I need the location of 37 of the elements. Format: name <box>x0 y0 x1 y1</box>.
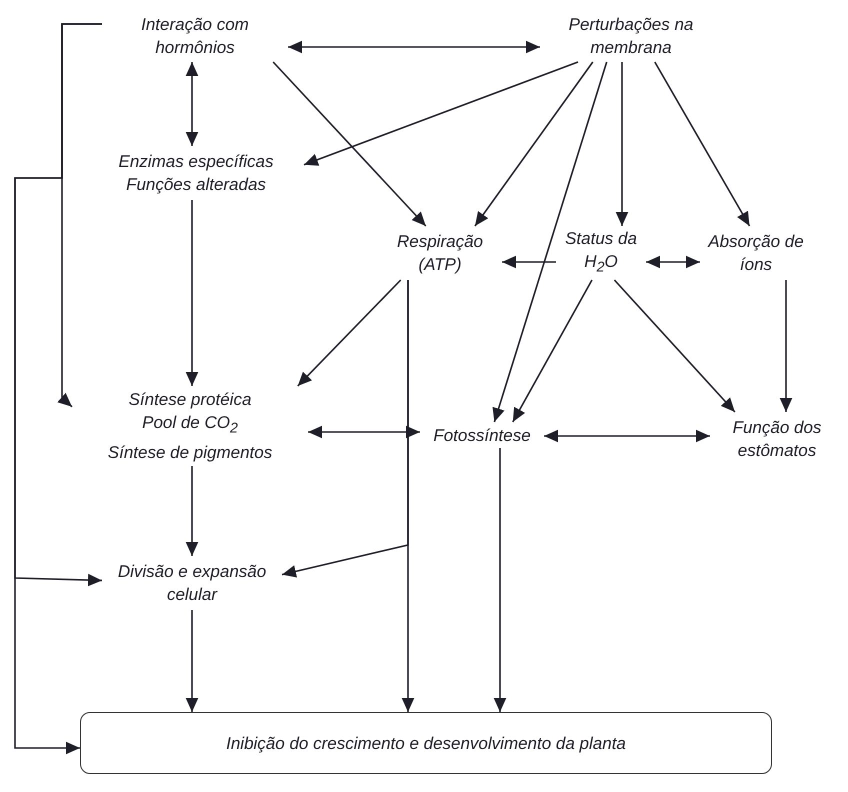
node-text: Síntese protéica <box>128 389 252 412</box>
node-text: Interação com hormônios <box>140 14 250 59</box>
arrow <box>186 200 198 386</box>
arrow <box>512 280 593 422</box>
arrow <box>502 256 556 268</box>
result-box <box>80 712 772 774</box>
arrow <box>272 61 426 227</box>
node-text: Funções alteradas <box>126 174 266 196</box>
arrow <box>474 62 594 226</box>
arrow <box>646 256 700 268</box>
node-text: Perturbações na membrana <box>568 14 694 59</box>
node-text: Divisão e expansão celular <box>116 561 268 606</box>
arrow <box>288 40 540 54</box>
arrow <box>780 280 792 412</box>
node-text: Enzimas específicas <box>118 151 274 173</box>
node-text: Absorção de íons <box>706 231 805 276</box>
arrow <box>186 62 198 146</box>
arrow <box>14 23 102 754</box>
arrow <box>186 466 198 556</box>
arrow <box>616 62 628 226</box>
arrow <box>544 430 710 442</box>
arrow <box>186 610 198 712</box>
node-text: Síntese de pigmentos <box>108 442 272 464</box>
arrow <box>308 426 420 438</box>
node-text: Fotossíntese <box>433 424 531 446</box>
node-text: Status da H$_{2}$O <box>564 228 638 278</box>
arrow <box>492 62 608 422</box>
arrow <box>614 279 736 413</box>
arrow <box>297 279 402 387</box>
arrow <box>402 280 414 712</box>
arrow <box>494 448 506 712</box>
node-text: Função dos estômatos <box>732 417 822 462</box>
arrow <box>654 62 750 226</box>
node-text: Inibição do crescimento e desenvolvimento da planta <box>226 732 626 754</box>
node-text: Respiração (ATP) <box>396 231 484 276</box>
node-text: Pool de CO$_{2}$ <box>142 412 238 439</box>
arrow <box>304 61 578 166</box>
